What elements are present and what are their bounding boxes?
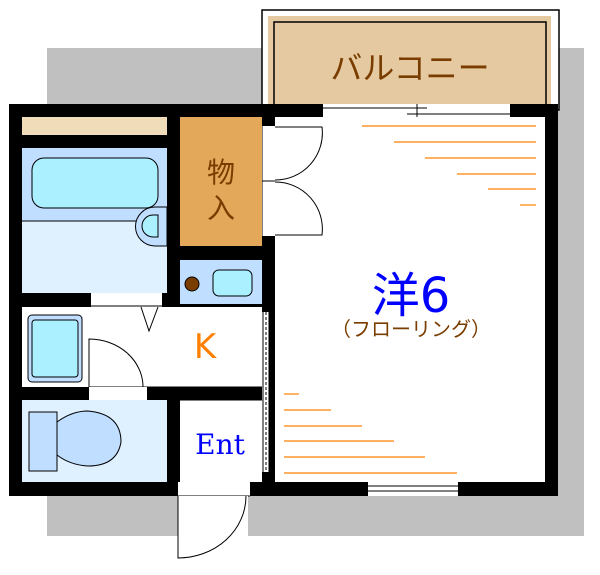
bathroom-door-arrow [140,306,159,333]
western-room-label: 洋6 [372,268,451,324]
toilet-tank [28,411,58,472]
faucet-icon [184,276,200,292]
bathroom-door[interactable] [91,293,162,307]
storage-room [180,117,262,246]
washbasin [180,260,262,304]
entrance-door[interactable] [177,482,250,559]
balcony-label: バルコニー [330,49,489,87]
sliding-door[interactable] [262,312,270,472]
shelf-strip [22,117,167,135]
entrance [180,400,262,482]
toilet-door[interactable] [89,387,147,400]
flooring-label: （フローリング） [331,317,491,341]
entrance-label: Ent [195,428,245,461]
kitchen-label: K [194,327,218,367]
toilet-bowl [56,410,122,467]
balcony: バルコニー [261,9,560,111]
bath-basin [141,214,159,238]
light-lines [284,125,536,474]
storage-label-2: 入 [207,192,235,225]
bathtub [31,157,159,209]
toilet-door-swing[interactable] [88,338,144,388]
storage-label-1: 物 [207,156,235,189]
bathroom [22,148,168,293]
window-top [323,104,510,117]
window-bottom [368,482,458,496]
western-room [275,117,545,482]
